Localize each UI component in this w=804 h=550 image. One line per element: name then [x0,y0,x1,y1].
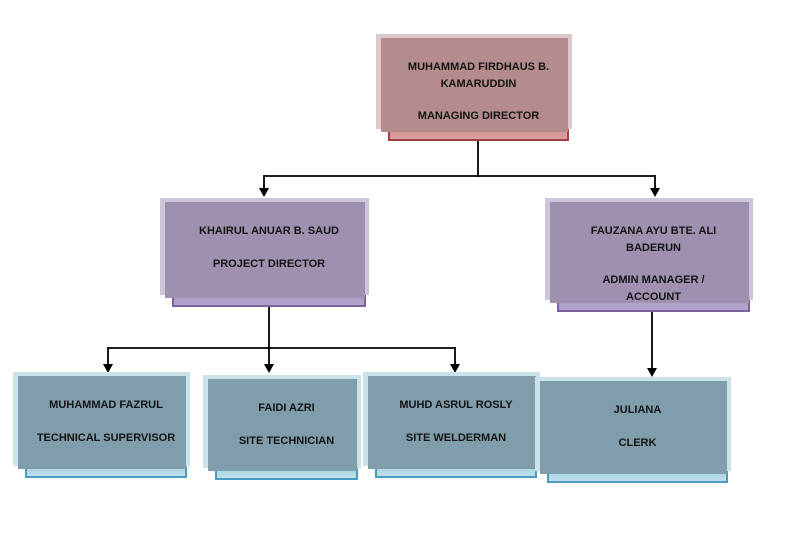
org-node-managing-director[interactable]: MUHAMMAD FIRDHAUS B. KAMARUDDIN MANAGING… [376,34,572,141]
person-title: SITE TECHNICIAN [238,434,335,447]
person-title: TECHNICAL SUPERVISOR [36,431,176,444]
org-node-technical-supervisor[interactable]: MUHAMMAD FAZRUL TECHNICAL SUPERVISOR [13,372,190,478]
person-name: KHAIRUL ANUAR B. SAUD [199,225,339,237]
person-title: PROJECT DIRECTOR [212,257,326,270]
person-name: MUHAMMAD FAZRUL [49,399,163,411]
person-title: CLERK [618,436,657,449]
org-node-admin-manager[interactable]: FAUZANA AYU BTE. ALI BADERUN ADMIN MANAG… [545,198,753,312]
person-title: SITE WELDERMAN [405,431,507,444]
person-name: FAIDI AZRI [258,402,315,414]
org-node-clerk[interactable]: JULIANA CLERK [535,377,731,483]
org-node-site-welderman[interactable]: MUHD ASRUL ROSLY SITE WELDERMAN [363,372,540,478]
org-node-site-technician[interactable]: FAIDI AZRI SITE TECHNICIAN [203,375,361,480]
person-title: MANAGING DIRECTOR [417,110,540,122]
person-name: MUHD ASRUL ROSLY [399,399,513,411]
person-name: MUHAMMAD FIRDHAUS B. KAMARUDDIN [407,61,550,90]
person-name: JULIANA [613,404,662,416]
person-name: FAUZANA AYU BTE. ALI BADERUN [590,225,717,254]
person-title: ADMIN MANAGER / ACCOUNT [602,274,705,303]
org-node-project-director[interactable]: KHAIRUL ANUAR B. SAUD PROJECT DIRECTOR [160,198,369,307]
